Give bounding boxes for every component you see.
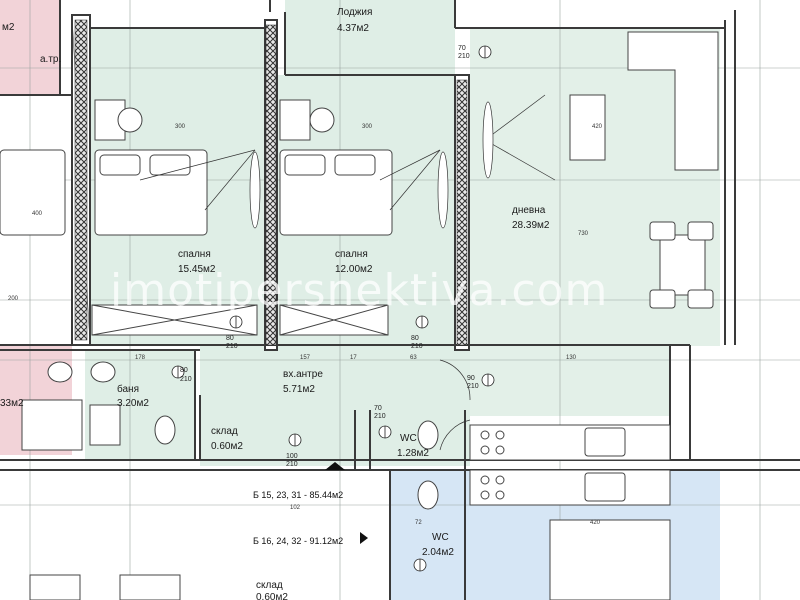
loggia-area: 4.37м2 (337, 23, 369, 34)
fixtures (21, 361, 671, 600)
storage-area: 0.60м2 (211, 441, 243, 452)
toilet-bath (154, 415, 176, 445)
wall-columns (74, 19, 468, 346)
living-name: дневна (512, 205, 546, 216)
toilet-2 (417, 480, 439, 510)
door-label: 80 (411, 335, 419, 342)
left-partial-area: м2 (2, 22, 15, 33)
dimension: 157 (300, 355, 311, 361)
kitchen-counter (469, 424, 671, 461)
wc2-name: WC (432, 532, 449, 543)
living-lower-fill (470, 346, 670, 416)
wc1-area: 1.28м2 (397, 448, 429, 459)
dimension-labels: 300 300 420 400 157 17 63 130 178 102 72… (8, 124, 603, 526)
storage2-name: склад (256, 580, 283, 591)
arrow-up-icon (325, 462, 345, 470)
living-furniture (569, 31, 719, 309)
dimension: 200 (8, 296, 19, 302)
bath-area: 3.20м2 (117, 398, 149, 409)
dimension: 400 (32, 211, 43, 217)
unit-info-line1: Б 15, 23, 31 - 85.44м2 (253, 490, 343, 500)
dimension: 130 (566, 355, 577, 361)
dimension: 72 (415, 520, 422, 526)
left-partial-label: а.тр. (40, 54, 61, 65)
door-label: 210 (458, 53, 470, 60)
loggia-name: Лоджия (337, 7, 372, 18)
room-labels: Лоджия 4.37м2 спалня 15.45м2 спалня 12.0… (0, 7, 550, 600)
hall-name: вх.антре (283, 369, 323, 380)
door-label: 80 (180, 367, 188, 374)
door-label: 70 (458, 45, 466, 52)
door-labels: 70 210 90 210 80 210 80 210 80 210 100 2… (180, 45, 479, 468)
living-area: 28.39м2 (512, 220, 550, 231)
unit-arrows (325, 462, 368, 544)
kitchen-counter-2 (469, 469, 671, 506)
hall-area: 5.71м2 (283, 384, 315, 395)
toilet-1 (417, 420, 439, 450)
door-swings (139, 94, 556, 451)
dimension: 420 (590, 520, 601, 526)
wc1-name: WC (400, 433, 417, 444)
dimension: 300 (362, 124, 373, 130)
dimension: 730 (578, 231, 589, 237)
door-label: 210 (467, 383, 479, 390)
dimension: 300 (175, 124, 186, 130)
dimension: 102 (290, 505, 301, 511)
door-label: 210 (374, 413, 386, 420)
coffee-table (569, 94, 606, 161)
dimension: 17 (350, 355, 357, 361)
dimension: 63 (410, 355, 417, 361)
left-bath-partial: 33м2 (0, 398, 24, 409)
unit-info-line2: Б 16, 24, 32 - 91.12м2 (253, 536, 343, 546)
storage-name: склад (211, 426, 238, 437)
door-label: 210 (286, 461, 298, 468)
bedroom1-name: спалня (178, 249, 211, 260)
bed-left (0, 149, 66, 236)
sofa (627, 31, 719, 171)
door-label: 90 (467, 375, 475, 382)
bedroom1-area: 15.45м2 (178, 264, 216, 275)
bedroom2-name: спалня (335, 249, 368, 260)
dining-table (659, 234, 706, 296)
loggia-fill (285, 0, 455, 75)
door-label: 70 (374, 405, 382, 412)
arrow-right-icon (360, 532, 368, 544)
door-markers (171, 45, 495, 572)
shower (21, 399, 83, 451)
storage2-area: 0.60м2 (256, 592, 288, 600)
door-label: 210 (411, 343, 423, 350)
door-label: 100 (286, 453, 298, 460)
unit-info: Б 15, 23, 31 - 85.44м2 Б 16, 24, 32 - 91… (253, 490, 343, 546)
door-label: 80 (226, 335, 234, 342)
dimension: 178 (135, 355, 146, 361)
bath-name: баня (117, 383, 139, 395)
door-label: 210 (180, 376, 192, 383)
bedroom2-area: 12.00м2 (335, 264, 373, 275)
watermark: imotipersnektiva.com (110, 265, 608, 316)
wc2-area: 2.04м2 (422, 547, 454, 558)
dimension: 420 (592, 124, 603, 130)
beds (0, 99, 393, 336)
door-label: 210 (226, 343, 238, 350)
